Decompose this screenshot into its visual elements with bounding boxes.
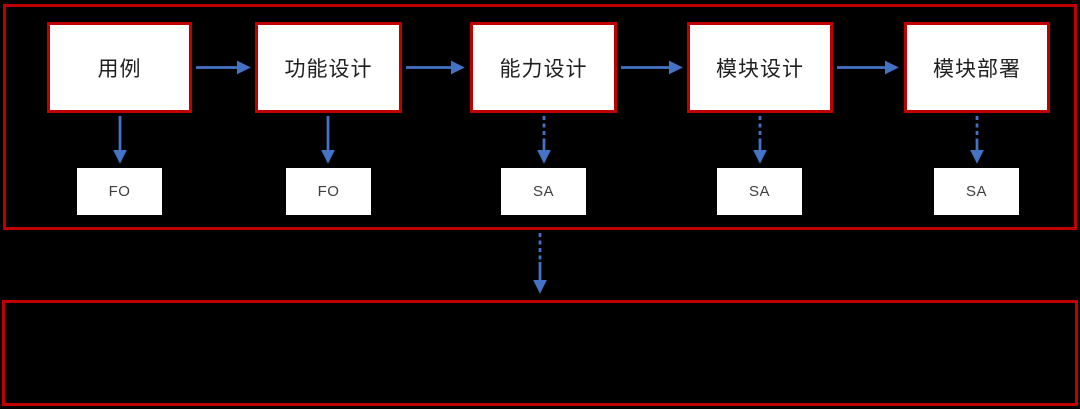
stage-box-module-deployment: 模块部署 <box>904 22 1050 113</box>
design-flow-container <box>3 4 1077 230</box>
stage-label-module-deployment: 模块部署 <box>933 57 1021 81</box>
stage-label-use-case: 用例 <box>97 57 142 81</box>
tag-box-sa-1: SA <box>501 168 586 215</box>
tag-label-fo-2: FO <box>317 183 340 200</box>
stage-label-module-design: 模块设计 <box>716 57 804 81</box>
stage-box-capability-design: 能力设计 <box>470 22 617 113</box>
stage-label-capability-design: 能力设计 <box>499 57 588 81</box>
tag-label-sa-1: SA <box>532 183 554 200</box>
tag-label-sa-3: SA <box>965 183 987 200</box>
stage-box-module-design: 模块设计 <box>687 22 833 113</box>
bottom-container <box>2 300 1078 406</box>
tag-box-fo-2: FO <box>286 168 371 215</box>
stage-label-functional-design: 功能设计 <box>284 57 373 81</box>
tag-box-sa-2: SA <box>717 168 802 215</box>
tag-label-sa-2: SA <box>748 183 770 200</box>
stage-box-use-case: 用例 <box>47 22 192 113</box>
tag-box-sa-3: SA <box>934 168 1019 215</box>
tag-label-fo-1: FO <box>108 183 131 200</box>
stage-box-functional-design: 功能设计 <box>255 22 402 113</box>
tag-box-fo-1: FO <box>77 168 162 215</box>
